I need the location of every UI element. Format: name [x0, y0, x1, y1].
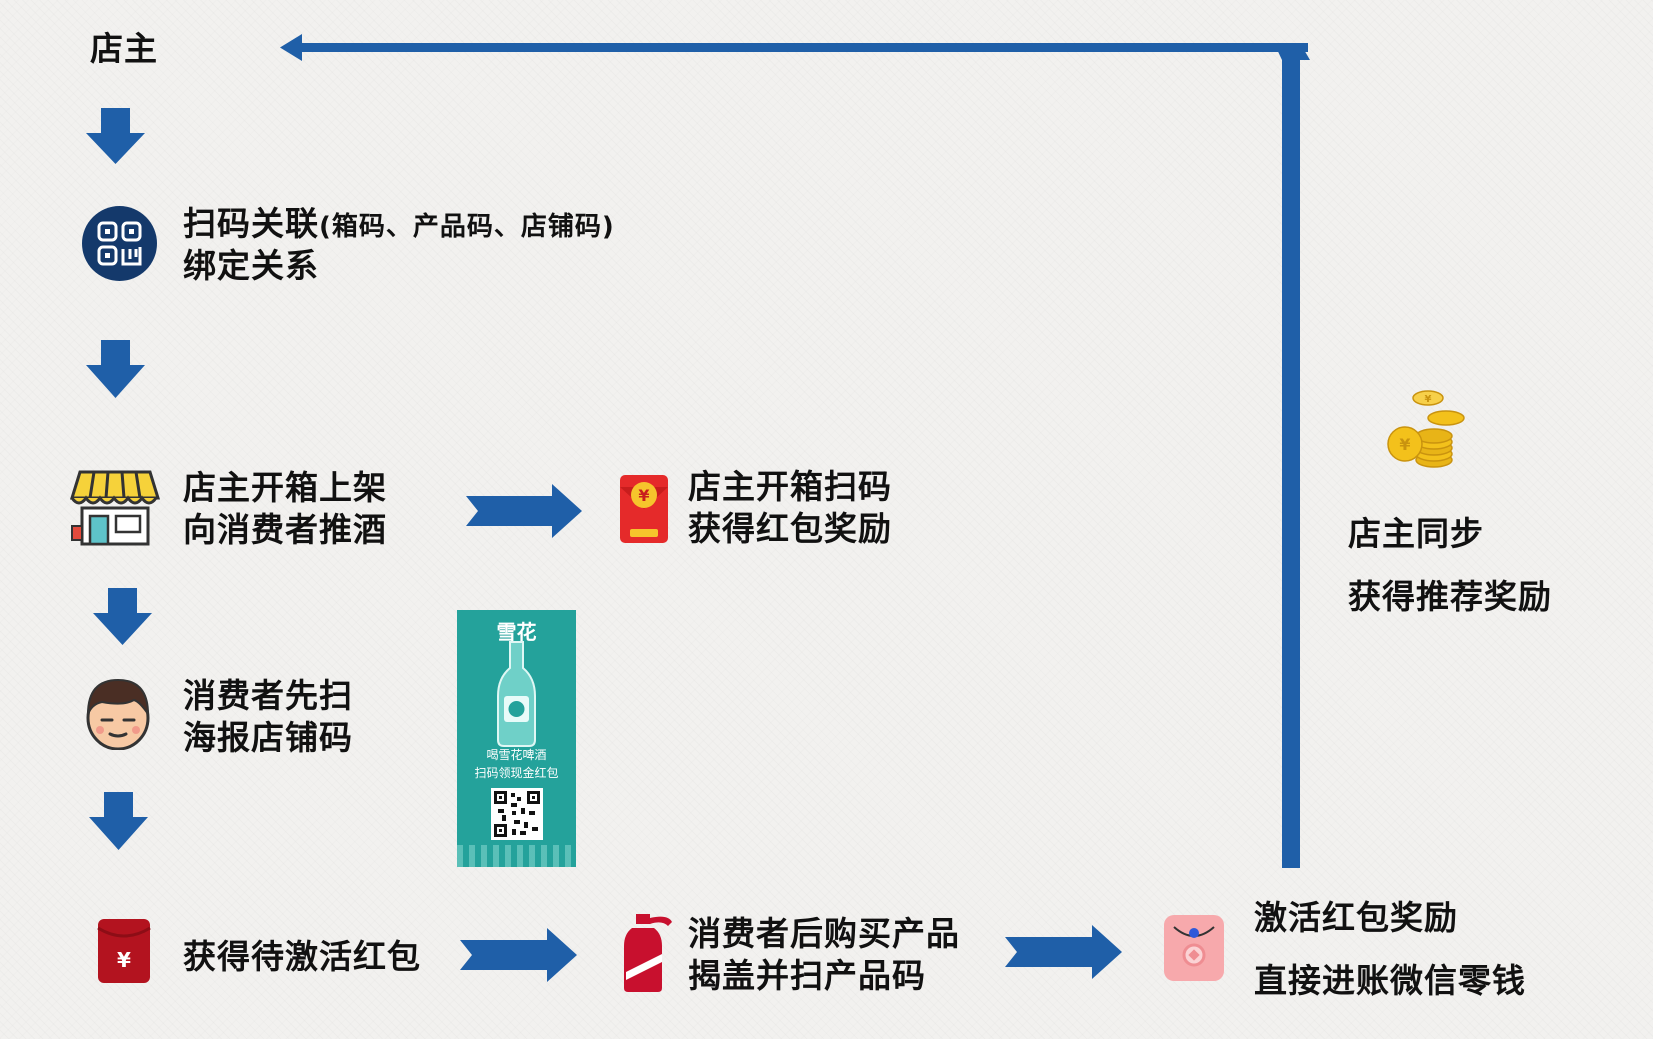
- right-arrow-pending-to-buy: [460, 928, 577, 982]
- down-arrow-4: [89, 792, 148, 850]
- consumer-face-icon: [84, 678, 152, 754]
- step-buy-line2: 揭盖并扫产品码: [688, 956, 926, 995]
- poster-line2: 扫码领现金红包: [474, 766, 559, 780]
- poster-qr-code: [491, 788, 543, 840]
- return-line-horizontal: [296, 43, 1308, 52]
- gold-coins-icon: ¥ ¥: [1386, 390, 1466, 474]
- step-owner-reward-line2: 获得红包奖励: [688, 509, 892, 548]
- step-bind-line1: 扫码关联(箱码、产品码、店铺码): [183, 203, 615, 248]
- red-envelope-icon: ¥: [97, 918, 151, 988]
- down-arrow-1: [86, 108, 145, 164]
- step-bind-title: 扫码关联: [183, 204, 319, 243]
- step-owner-reward-line1: 店主开箱扫码: [688, 467, 892, 506]
- right-arrow-buy-to-activate: [1005, 925, 1122, 979]
- owner-label: 店主: [90, 29, 158, 68]
- return-line-corner: [1274, 43, 1310, 60]
- promo-poster: 雪花 喝雪花啤酒 扫码领现金红包: [457, 610, 576, 867]
- red-packet-icon: ¥: [618, 473, 670, 549]
- poster-line1: 喝雪花啤酒: [486, 748, 547, 762]
- liquor-bottle-icon: [622, 912, 674, 998]
- return-line-vertical: [1282, 52, 1300, 868]
- poster-brand: 雪花: [496, 620, 537, 644]
- shop-icon: [69, 470, 161, 552]
- step-bind-codes: (箱码、产品码、店铺码): [319, 212, 615, 242]
- step-sync-line2: 获得推荐奖励: [1348, 577, 1552, 616]
- return-arrow-head: [280, 34, 302, 61]
- down-arrow-3: [93, 588, 152, 645]
- step-shelf-line2: 向消费者推酒: [183, 510, 387, 549]
- step-consumer-scan-line1: 消费者先扫: [183, 676, 353, 715]
- step-shelf-line1: 店主开箱上架: [183, 468, 387, 507]
- step-activate-line1: 激活红包奖励: [1254, 898, 1458, 937]
- poster-bottle-image: [497, 641, 536, 747]
- qr-code-icon: [82, 206, 157, 285]
- step-pending-line1: 获得待激活红包: [183, 937, 421, 976]
- svg-text:¥: ¥: [1425, 394, 1432, 405]
- step-bind-line2: 绑定关系: [183, 246, 319, 285]
- right-arrow-shelf-to-reward: [466, 484, 582, 538]
- pink-red-packet-icon: [1162, 913, 1226, 987]
- svg-text:¥: ¥: [117, 948, 131, 972]
- step-buy-line1: 消费者后购买产品: [688, 914, 960, 953]
- step-sync-line1: 店主同步: [1348, 514, 1484, 553]
- svg-text:¥: ¥: [1399, 435, 1410, 454]
- down-arrow-2: [86, 340, 145, 398]
- svg-text:¥: ¥: [638, 486, 649, 505]
- step-consumer-scan-line2: 海报店铺码: [183, 718, 353, 757]
- poster-snow-border: [457, 845, 576, 867]
- step-activate-line2: 直接进账微信零钱: [1254, 961, 1526, 1000]
